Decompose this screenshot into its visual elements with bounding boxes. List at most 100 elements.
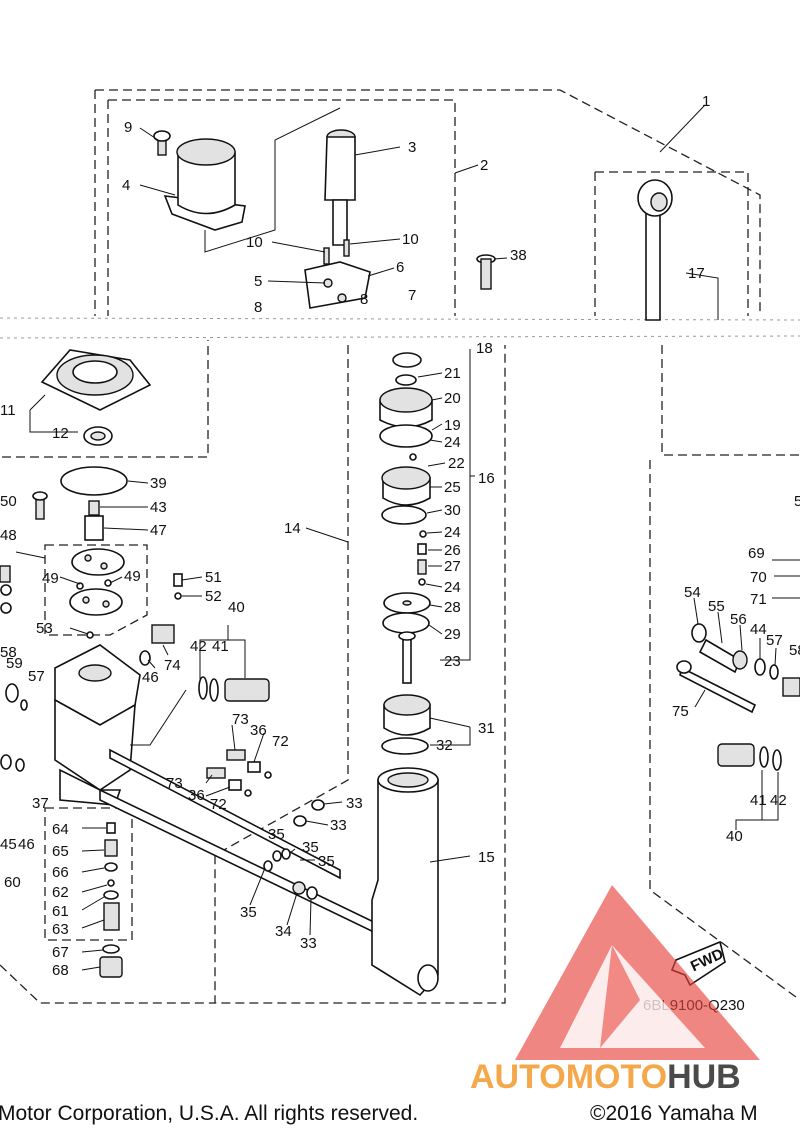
watermark-part1: AUTOMOTO (470, 1058, 667, 1096)
part-20-cap-top (379, 387, 433, 413)
leader (685, 272, 719, 320)
leader (717, 611, 723, 644)
callout: 56 (730, 611, 747, 628)
callout: 21 (444, 365, 461, 382)
boundary-assembly-60 (44, 807, 133, 941)
part-75-bolt-head (676, 660, 692, 674)
leader (694, 689, 706, 708)
plate-hole (84, 554, 92, 562)
callout: 33 (330, 817, 347, 834)
callout: 26 (444, 542, 461, 559)
part-12-seal-inner (90, 431, 106, 441)
leader (286, 892, 298, 926)
callout: 74 (164, 657, 181, 674)
part-11-reservoir-inner (72, 360, 118, 384)
part-39-o-ring (60, 466, 128, 496)
leader (305, 527, 349, 543)
part-21-ring (395, 374, 417, 386)
callout: 8 (360, 291, 368, 308)
part-45-washer (0, 754, 12, 770)
callout: 51 (205, 569, 222, 586)
part-48-plate-upper (71, 548, 125, 576)
callout: 53 (36, 620, 53, 637)
leader (249, 867, 266, 906)
part-73-spring-lower (206, 767, 226, 779)
leader (659, 104, 706, 153)
callout: 45 (0, 836, 17, 853)
part-64-pin (106, 822, 116, 834)
part-62-ball (107, 879, 115, 887)
plate-hole (102, 600, 110, 608)
part-38-bolt (480, 258, 492, 290)
leader (367, 267, 395, 277)
leader (130, 689, 187, 746)
part-67-o-ring (102, 944, 120, 954)
leader (162, 644, 169, 656)
part-68-cap (99, 956, 123, 978)
boundary-right-lower (649, 460, 800, 1001)
callout: 50 (794, 493, 800, 510)
part-8-brush (337, 293, 347, 303)
tilt-cylinder-assembly (371, 352, 439, 997)
part-75-bolt (679, 666, 757, 714)
motor-outline-leader (204, 107, 341, 253)
watermark-part2: HUB (667, 1058, 741, 1096)
part-24-ball-a (409, 453, 417, 461)
valve-plate-assembly (0, 548, 183, 639)
callout: 41 (750, 792, 767, 809)
callout: 4 (122, 177, 130, 194)
boundary-assembly-1 (94, 89, 761, 320)
leader (349, 238, 401, 245)
leader (428, 624, 443, 635)
motor-assembly (153, 107, 673, 321)
callout: 60 (4, 874, 21, 891)
boundary-assembly-17 (594, 171, 749, 320)
part-72-ball-upper (264, 771, 272, 779)
leader (425, 583, 443, 588)
part-33-o-ring-b (293, 815, 307, 827)
callout: 62 (52, 884, 69, 901)
callout: 42 (190, 638, 207, 655)
leader (147, 659, 156, 669)
part-33-o-ring-c (306, 886, 318, 900)
leader (493, 257, 508, 260)
boundary-outer-bottom (0, 964, 215, 1004)
manifold-assembly (0, 624, 381, 937)
callout: 59 (6, 655, 23, 672)
callout: 44 (750, 621, 767, 638)
callout: 35 (318, 853, 335, 870)
callout: 41 (212, 638, 229, 655)
callout: 10 (246, 234, 263, 251)
boundary-assembly-48 (44, 544, 148, 636)
callout: 2 (480, 157, 488, 174)
callout: 54 (684, 584, 701, 601)
part-25-piston-top (381, 466, 431, 490)
part-41-o-ring (209, 678, 219, 702)
leader (59, 576, 81, 585)
callout: 22 (448, 455, 465, 472)
part-66-washer (104, 862, 118, 872)
spring-left-1 (0, 565, 11, 583)
callout: 46 (18, 836, 35, 853)
part-43-spring (88, 500, 100, 516)
part-23-bolt-head (398, 631, 416, 641)
plate-hole (82, 596, 90, 604)
part-41-o-ring-right (759, 746, 769, 768)
copyright-right: ©2016 Yamaha M (590, 1102, 758, 1125)
callout: 48 (0, 527, 17, 544)
part-17-link-bore (650, 192, 668, 212)
part-15-cylinder-bore (387, 772, 429, 788)
callout: 3 (408, 139, 416, 156)
leader (139, 184, 176, 196)
part-24-ball-b (419, 530, 427, 538)
callout: 20 (444, 390, 461, 407)
leader (271, 241, 326, 253)
callout: 33 (300, 935, 317, 952)
leader (181, 576, 203, 581)
callout: 50 (0, 493, 17, 510)
boundary-assembly-2 (107, 99, 456, 320)
callout: 64 (52, 821, 69, 838)
leader (431, 423, 443, 431)
callout: 7 (408, 287, 416, 304)
part-53-ball (86, 631, 94, 639)
